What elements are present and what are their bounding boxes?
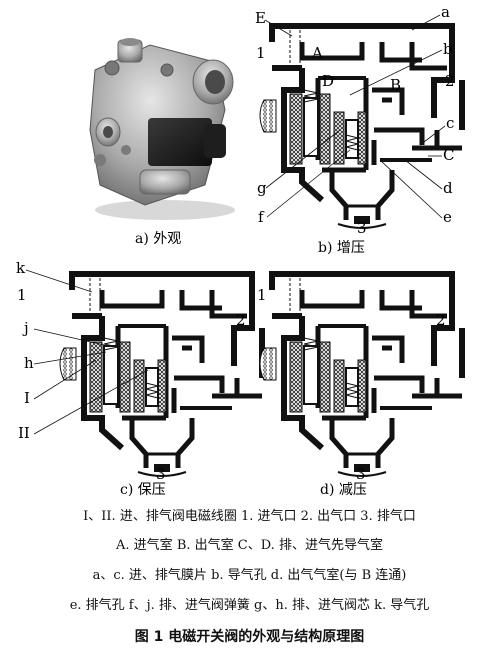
label-D: D xyxy=(322,72,334,90)
valve-photo xyxy=(89,38,235,220)
label-h: h xyxy=(24,354,34,372)
label-I: I xyxy=(24,389,30,407)
label-e: e xyxy=(443,208,452,226)
label-2-d: 2 xyxy=(436,311,446,329)
legend-line-3: a、c. 进、排气膜片 b. 导气孔 d. 出气气室(与 B 连通) xyxy=(92,568,407,583)
figure-title: 图 1 电磁开关阀的外观与结构原理图 xyxy=(134,629,365,645)
label-II: II xyxy=(18,424,30,442)
label-a: a xyxy=(441,3,450,21)
panel-d-labels: 1 2 3 xyxy=(257,286,446,483)
valve-schematic-d xyxy=(260,274,462,476)
label-k: k xyxy=(16,259,26,277)
label-g: g xyxy=(257,179,267,197)
caption-b: b) 增压 xyxy=(318,240,365,256)
label-1: 1 xyxy=(256,44,266,62)
caption-a: a) 外观 xyxy=(135,231,181,247)
label-3: 3 xyxy=(357,219,367,237)
label-j: j xyxy=(22,319,29,337)
label-1-c: 1 xyxy=(17,286,27,304)
label-E: E xyxy=(255,9,266,27)
label-b: b xyxy=(443,40,453,58)
label-1-d: 1 xyxy=(257,286,267,304)
legend-line-1: I、II. 进、排气阀电磁线圈 1. 进气口 2. 出气口 3. 排气口 xyxy=(83,509,416,524)
label-c: c xyxy=(446,114,454,132)
label-f: f xyxy=(258,208,265,226)
panel-c-labels: k 1 j 2 h I II 3 xyxy=(16,259,246,483)
label-2: 2 xyxy=(445,72,455,90)
label-d: d xyxy=(443,179,453,197)
label-2-c: 2 xyxy=(236,311,246,329)
legend-line-2: A. 进气室 B. 出气室 C、D. 排、进气先导气室 xyxy=(116,538,383,553)
caption-d: d) 减压 xyxy=(320,482,367,498)
legend-line-4: e. 排气孔 f、j. 排、进气阀弹簧 g、h. 排、进气阀芯 k. 导气孔 xyxy=(69,598,430,613)
label-B: B xyxy=(390,76,401,94)
label-3-c: 3 xyxy=(156,465,166,483)
label-A: A xyxy=(311,44,323,62)
panel-b-labels: E a 1 A b D B 2 c C g d f e 3 xyxy=(255,3,455,237)
label-C: C xyxy=(443,146,454,164)
label-3-d: 3 xyxy=(356,465,366,483)
caption-c: c) 保压 xyxy=(120,482,166,498)
valve-schematic-c xyxy=(60,274,262,476)
